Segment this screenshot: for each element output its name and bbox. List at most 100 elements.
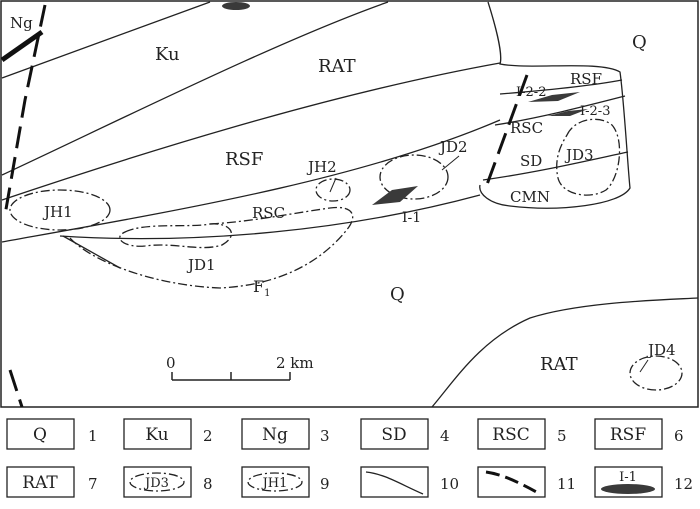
jd3-outline	[556, 118, 621, 196]
legend-boundary-line-icon	[365, 471, 424, 495]
legend-item-5: RSC 5	[477, 418, 567, 450]
legend-num-2: 2	[203, 427, 213, 445]
legend-symbol-4: SD	[381, 425, 406, 445]
legend-box-7	[6, 466, 75, 498]
orebody-top	[222, 2, 250, 10]
label-i-2-3: I-2-3	[580, 104, 610, 119]
legend-item-3: Ng 3	[241, 418, 330, 450]
legend-symbol-12: I-1	[619, 470, 637, 485]
jh1-outline	[9, 189, 111, 231]
legend-symbol-1: Q	[33, 425, 47, 445]
boundary-east-sd-cmn	[482, 151, 629, 181]
legend-item-11: 11	[477, 466, 576, 498]
scale-label-start: 0	[166, 354, 176, 372]
legend-num-1: 1	[88, 427, 98, 445]
leader-jd4	[639, 359, 649, 373]
legend-box-9	[241, 466, 310, 498]
label-f1: F1	[253, 277, 270, 299]
unit-ku: Ku	[155, 44, 180, 65]
fault-southwest	[8, 369, 24, 408]
legend-num-12: 12	[674, 475, 693, 493]
boundary-ku-rat	[1, 1, 389, 176]
legend-item-6: RSF 6	[594, 418, 684, 450]
legend-num-4: 4	[440, 427, 450, 445]
boundary-rsf-rsc	[1, 119, 501, 243]
boundary-rat-rsf	[1, 62, 501, 201]
legend-num-9: 9	[320, 475, 330, 493]
label-i-2-2: I-2-2	[516, 85, 546, 100]
orebody-i-2-3	[548, 109, 588, 116]
f1-outline	[69, 206, 354, 289]
unit-rat-lower: RAT	[540, 354, 578, 375]
fault-east	[483, 74, 529, 191]
label-jd4: JD4	[646, 341, 676, 359]
legend-num-6: 6	[674, 427, 684, 445]
boundary-ku-ng	[1, 1, 211, 79]
legend-num-7: 7	[88, 475, 98, 493]
unit-rsf-east: RSF	[570, 70, 602, 88]
label-jd1: JD1	[186, 256, 216, 274]
legend-jh1-outline-icon	[247, 472, 303, 492]
unit-rat-upper: RAT	[318, 56, 356, 77]
boundary-rsc-q	[59, 194, 481, 240]
unit-rsc-main: RSC	[252, 204, 285, 222]
legend-box-4	[360, 418, 429, 450]
legend-item-1: Q 1	[6, 418, 98, 450]
legend-symbol-2: Ku	[145, 425, 168, 445]
unit-cmn-east: CMN	[510, 188, 550, 206]
leader-jd2	[441, 155, 460, 171]
boundary-east-rsf-rsc	[499, 79, 623, 95]
legend-symbol-6: RSF	[610, 425, 646, 445]
map-frame	[0, 0, 699, 408]
legend-orebody-icon	[601, 484, 655, 494]
legend-symbol-8: JD3	[143, 476, 169, 491]
jh2-outline	[315, 178, 351, 202]
orebody-i-2-2	[528, 92, 580, 102]
label-jh1: JH1	[42, 203, 73, 221]
legend-item-7: RAT 7	[6, 466, 98, 498]
unit-ng: Ng	[10, 14, 33, 32]
legend-item-10: 10	[360, 466, 459, 498]
jd2-outline	[379, 154, 449, 200]
legend-symbol-9: JH1	[261, 476, 288, 491]
label-jh2: JH2	[306, 158, 337, 176]
legend-item-12: I-1 12	[594, 466, 693, 498]
unit-q-upper: Q	[632, 32, 647, 53]
legend-item-9: JH1 9	[241, 466, 330, 498]
scale-label-end: 2 km	[276, 354, 314, 372]
legend-box-1	[6, 418, 75, 450]
legend-num-8: 8	[203, 475, 213, 493]
label-jd3: JD3	[564, 146, 594, 164]
ng-band	[0, 29, 44, 63]
legend-box-10	[360, 466, 429, 498]
legend-symbol-7: RAT	[22, 473, 58, 493]
unit-rsf-main: RSF	[225, 149, 263, 170]
legend-box-3	[241, 418, 310, 450]
jd4-outline	[629, 355, 683, 391]
unit-rsc-east: RSC	[510, 119, 543, 137]
legend-jd3-outline-icon	[129, 472, 185, 492]
legend-num-3: 3	[320, 427, 330, 445]
label-jd2: JD2	[438, 138, 468, 156]
legend-box-6	[594, 418, 663, 450]
legend-symbol-5: RSC	[492, 425, 529, 445]
legend-num-10: 10	[440, 475, 459, 493]
boundary-west-tip	[62, 235, 121, 269]
legend-num-11: 11	[557, 475, 576, 493]
legend-box-2	[123, 418, 192, 450]
legend-box-8	[123, 466, 192, 498]
scale-bar: 0 2 km	[166, 354, 314, 381]
legend-num-5: 5	[557, 427, 567, 445]
boundary-lower-rat	[431, 297, 699, 408]
jd1-outline	[119, 223, 233, 249]
legend-box-5	[477, 418, 546, 450]
legend-symbol-3: Ng	[262, 425, 288, 445]
legend-item-2: Ku 2	[123, 418, 213, 450]
leader-jh2	[329, 177, 337, 193]
legend-item-4: SD 4	[360, 418, 450, 450]
label-i-1: I-1	[402, 210, 421, 226]
unit-sd-east: SD	[520, 152, 542, 170]
legend-item-8: JD3 8	[123, 466, 213, 498]
